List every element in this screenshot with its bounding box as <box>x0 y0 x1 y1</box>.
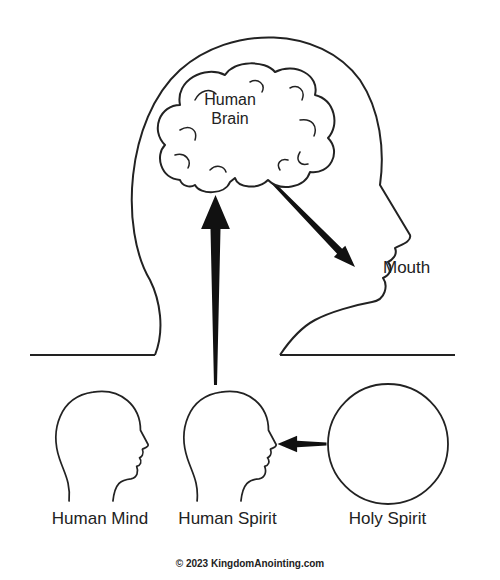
node-label: Holy Spirit <box>325 509 450 529</box>
head-profile <box>178 385 278 505</box>
mouth-arrow <box>271 181 355 267</box>
head-outline <box>132 37 410 355</box>
head-outline <box>184 391 276 501</box>
head-profile <box>50 385 150 505</box>
part-label: Mouth <box>383 258 430 278</box>
circle-shape <box>327 383 449 505</box>
node-label: Human Brain <box>195 90 265 128</box>
node-label: Human Mind <box>45 509 155 529</box>
head-node: Human Mind <box>45 385 155 529</box>
base-line <box>30 354 455 356</box>
circle-node: Holy Spirit <box>325 383 450 529</box>
node-label: Human Spirit <box>170 509 285 529</box>
brain-folds <box>175 81 315 172</box>
connector-arrow <box>201 195 230 385</box>
connector-arrow <box>278 436 327 453</box>
copyright-note: © 2023 KingdomAnointing.com <box>0 558 500 569</box>
brain-shape <box>150 60 340 195</box>
brain-node: Human Brain <box>150 60 340 195</box>
head-outline <box>56 391 148 501</box>
head-node: Human Spirit <box>170 385 285 529</box>
brain-outline <box>158 63 335 192</box>
circle-outline <box>328 384 448 504</box>
